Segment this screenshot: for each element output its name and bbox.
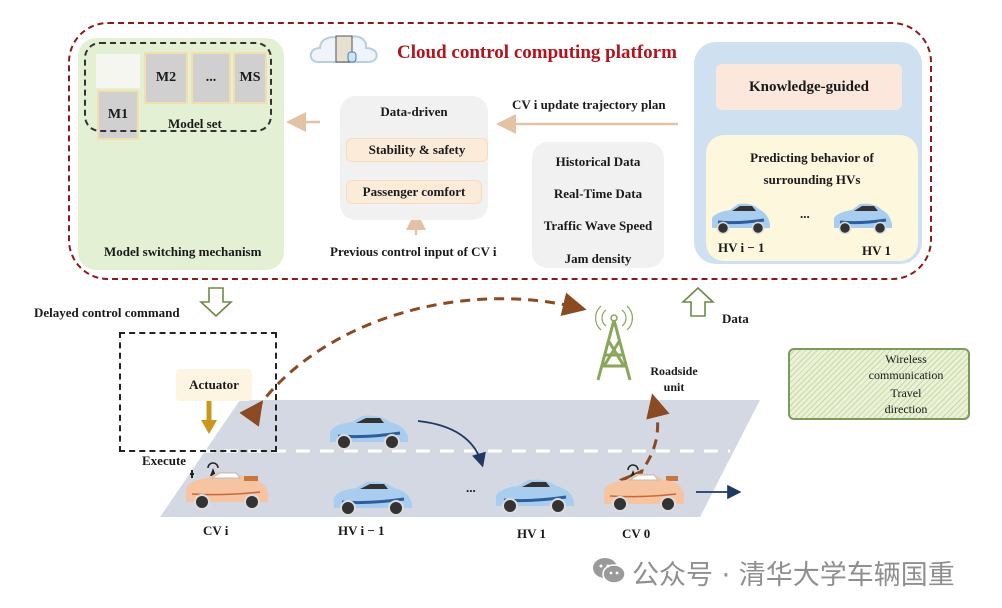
- data-source-jam-density: Jam density: [564, 251, 632, 266]
- model-set-group: [84, 42, 272, 132]
- execute-region: [119, 332, 277, 452]
- model-ms: MS: [233, 52, 267, 104]
- roadside-unit-icon: [595, 305, 633, 381]
- model-switching-label: Model switching mechanism: [104, 244, 262, 259]
- platform-title: Cloud control computing platform: [397, 42, 677, 63]
- prediction-panel: [706, 135, 918, 261]
- cloud-server-icon: [306, 30, 382, 70]
- actuator-box: Actuator: [176, 369, 252, 401]
- data-driven-title: Data-driven: [380, 104, 448, 119]
- data-source-wave-speed: Traffic Wave Speed: [543, 218, 653, 233]
- car-cv-i: [182, 462, 272, 512]
- label-hv-i-1: HV i − 1: [338, 523, 385, 538]
- stability-safety-box: Stability & safety: [346, 138, 488, 162]
- data-label: Data: [722, 311, 749, 326]
- model-slot-blank: [96, 54, 140, 88]
- data-source-historical: Historical Data: [555, 154, 641, 169]
- wireless-rsu-cv0: [619, 393, 670, 495]
- delayed-down-arrow: [198, 287, 234, 318]
- legend-travel-2: direction: [884, 402, 928, 416]
- prediction-line2: surrounding HVs: [763, 172, 861, 187]
- delayed-command-label: Delayed control command: [34, 305, 180, 320]
- road-ellipsis: ...: [466, 480, 476, 495]
- wireless-arc: [239, 292, 587, 427]
- model-m2: M2: [144, 52, 188, 104]
- label-cv-i: CV i: [203, 523, 229, 538]
- lane-change-arrow: [417, 420, 486, 468]
- execute-label: Execute: [142, 453, 187, 468]
- previous-input-label: Previous control input of CV i: [330, 244, 497, 259]
- legend-wireless-1: Wireless: [885, 352, 927, 366]
- car-hv-i-1-predicted: [708, 202, 772, 236]
- legend-box: [788, 348, 970, 420]
- model-ellipsis: ...: [191, 52, 231, 104]
- predicted-hv-i-1-label: HV i − 1: [718, 240, 765, 255]
- knowledge-guided-title: Knowledge-guided: [716, 64, 902, 110]
- roadside-unit-label-2: unit: [663, 380, 685, 394]
- data-source-realtime: Real-Time Data: [553, 186, 643, 201]
- prediction-line1: Predicting behavior of: [750, 150, 874, 165]
- car-hv-1: [492, 476, 576, 516]
- model-set-label: Model set: [168, 116, 222, 131]
- label-hv-1: HV 1: [517, 526, 547, 541]
- label-cv-0: CV 0: [622, 526, 651, 541]
- predicted-hv-1-label: HV 1: [862, 243, 892, 258]
- car-cv-0: [600, 462, 688, 514]
- wechat-icon: [592, 557, 626, 585]
- predicted-ellipsis: ...: [800, 206, 810, 221]
- trajectory-plan-label: CV i update trajectory plan: [512, 97, 666, 112]
- car-hv-1-predicted: [830, 202, 894, 236]
- legend-travel-1: Travel: [890, 386, 922, 400]
- legend-wireless-2: communication: [868, 368, 944, 382]
- car-hv-i-1: [330, 478, 414, 518]
- data-up-arrow: [680, 286, 716, 317]
- data-sources-panel: [532, 142, 664, 268]
- roadside-unit-label-1: Roadside: [650, 364, 698, 378]
- passenger-comfort-box: Passenger comfort: [346, 180, 482, 204]
- cloud-platform-boundary: [68, 22, 932, 280]
- car-hv-i-1-top: [326, 412, 410, 452]
- watermark-text: 公众号 · 清华大学车辆国重: [632, 560, 955, 591]
